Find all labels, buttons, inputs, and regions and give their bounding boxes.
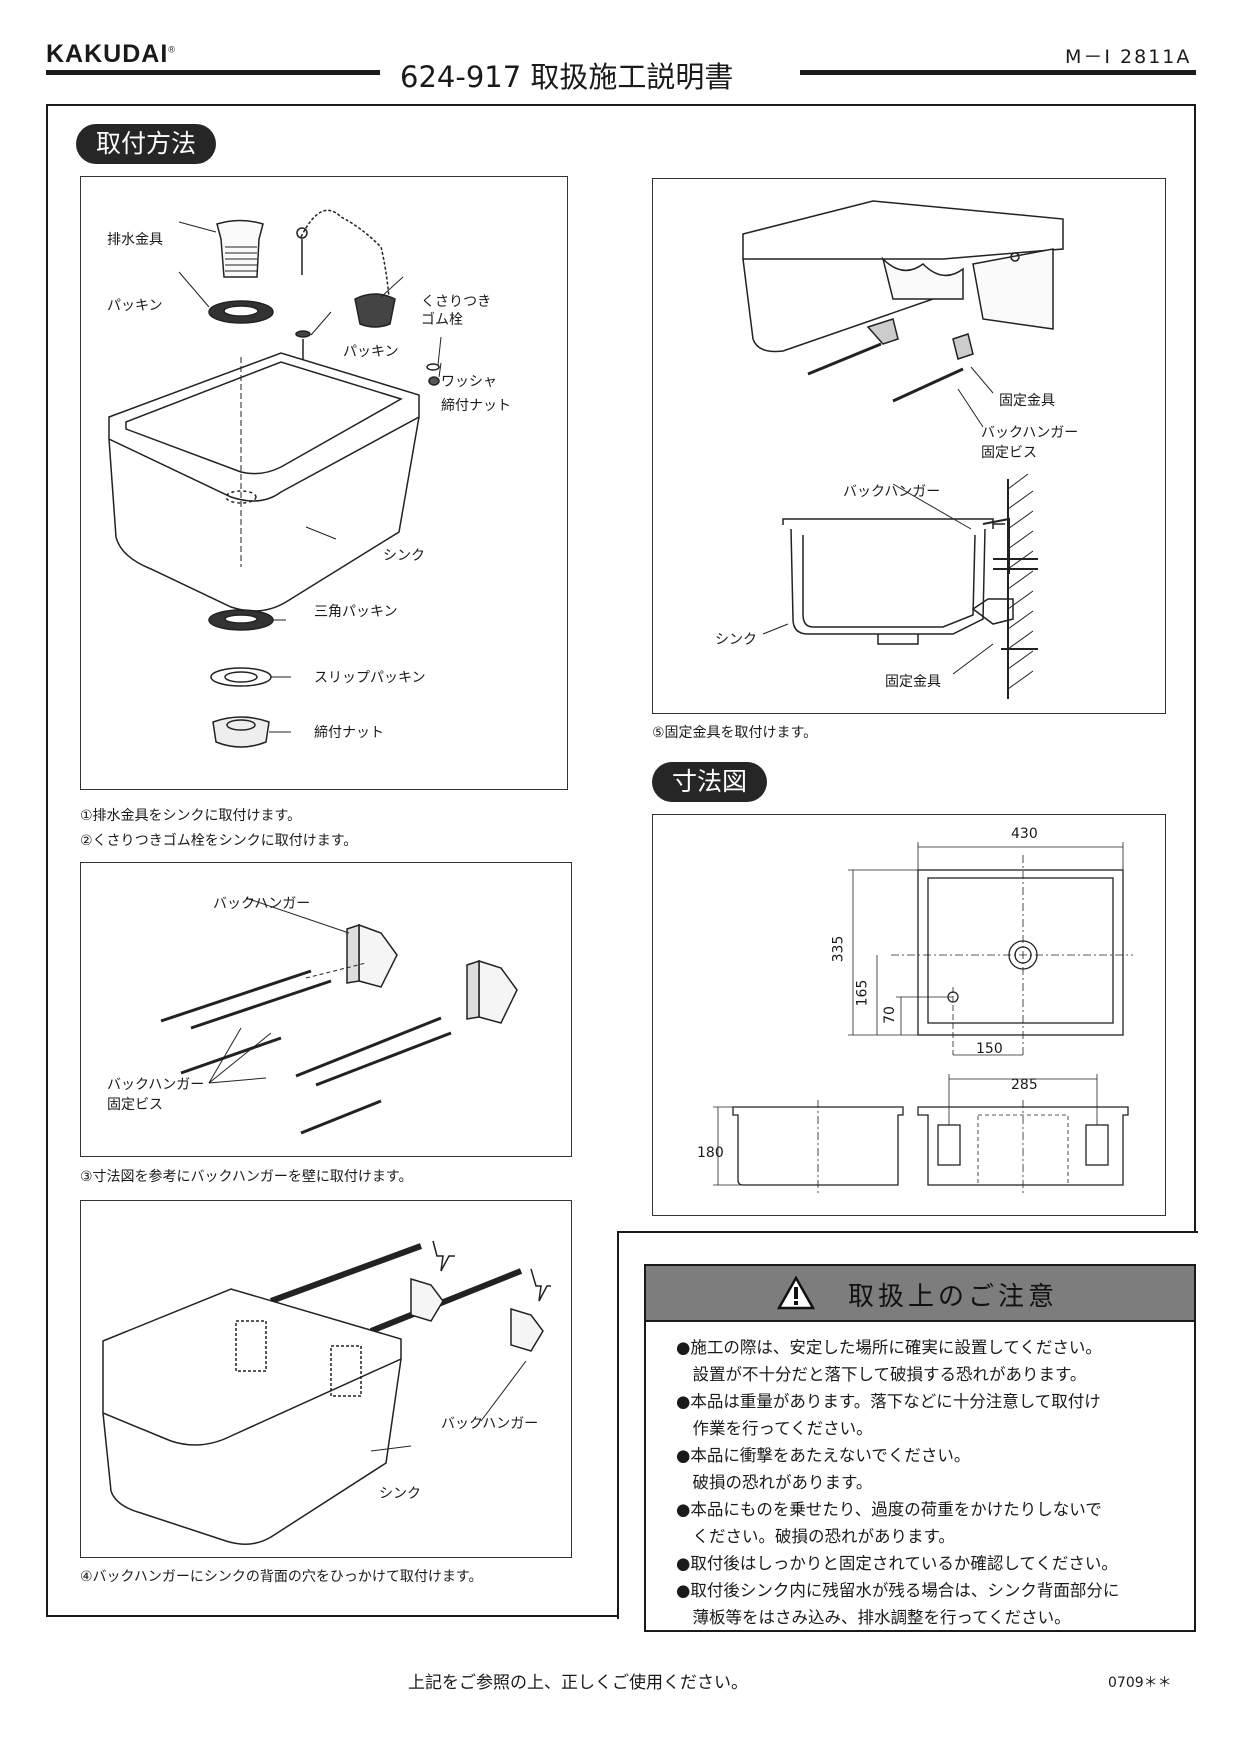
notice-list: ●施工の際は、安定した場所に確実に設置してください。 設置が不十分だと落下して破… (646, 1322, 1194, 1631)
figure-1-drawing (108, 209, 442, 748)
notice-line: ●本品に衝撃をあたえないでください。 (676, 1446, 971, 1465)
label-sink-5: シンク (715, 632, 757, 648)
document-code: M－I 2811A (1065, 46, 1192, 68)
figure-4-drawing (102, 1240, 551, 1545)
footer-code: 0709＊＊ (1108, 1675, 1172, 1691)
label-chain-plug: くさりつき ゴム栓 (421, 294, 492, 328)
step-4-caption: ④バックハンガーにシンクの背面の穴をひっかけて取付けます。 (80, 1569, 483, 1585)
label-bracket: 固定金具 (999, 393, 1055, 409)
dim-drain-from-back: 165 (854, 979, 871, 1007)
label-drain-fitting: 排水金具 (107, 232, 163, 248)
notice-line: 作業を行ってください。 (676, 1419, 873, 1438)
notice-line: ●取付後シンク内に残留水が残る場合は、シンク背面部分に (676, 1581, 1120, 1600)
frame-step-top (617, 1231, 1198, 1233)
label-sink-4: シンク (379, 1486, 421, 1502)
notice-line: ●取付後はしっかりと固定されているか確認してください。 (676, 1554, 1118, 1573)
label-sink: シンク (383, 548, 425, 564)
figure-1-panel: 排水金具 パッキン くさりつき ゴム栓 パッキン ワッシャ 締付ナット シンク … (80, 176, 568, 790)
title-rule-right (800, 70, 1196, 75)
step-2-caption: ②くさりつきゴム栓をシンクに取付けます。 (80, 833, 358, 849)
step-5-caption: ⑤固定金具を取付けます。 (652, 725, 818, 741)
notice-line: 薄板等をはさみ込み、排水調整を行ってください。 (676, 1608, 1071, 1627)
label-packing: パッキン (107, 298, 163, 314)
dim-hole-offset: 150 (976, 1041, 1003, 1057)
label-nut-2: 締付ナット (314, 725, 384, 741)
figure-3-panel: バックハンガー バックハンガー 固定ビス (80, 862, 572, 1157)
label-back-hanger-5: バックハンガー (843, 484, 941, 500)
figure-5-panel: 固定金具 バックハンガー 固定ビス バックハンガー シンク 固定金具 (652, 178, 1166, 714)
label-back-hanger: バックハンガー (213, 896, 311, 912)
label-slip-packing: スリップパッキン (314, 670, 426, 686)
label-back-hanger-4: バックハンガー (441, 1416, 539, 1432)
warning-icon (776, 1275, 816, 1310)
dimensions-panel: 430 335 165 70 150 285 180 (652, 814, 1166, 1216)
notice-line: ●施工の際は、安定した場所に確実に設置してください。 (676, 1338, 1102, 1357)
label-triangle-packing: 三角パッキン (314, 604, 398, 620)
notice-line: ●本品は重量があります。落下などに十分注意して取付け (676, 1392, 1101, 1411)
dim-rear-width: 285 (1011, 1077, 1038, 1093)
notice-title: 取扱上のご注意 (848, 1282, 1059, 1312)
dimensions-drawing (713, 842, 1133, 1195)
brand-logo: KAKUDAI® (46, 40, 176, 68)
dim-hole-from-back: 70 (881, 1006, 898, 1024)
label-hanger-screw-5: バックハンガー 固定ビス (981, 425, 1079, 461)
notice-line: ●本品にものを乗せたり、過度の荷重をかけたりしないで (676, 1500, 1102, 1519)
figure-5-drawing (742, 200, 1064, 699)
document-title: 624-917 取扱施工説明書 (400, 60, 734, 94)
notice-line: 設置が不十分だと落下して破損する恐れがあります。 (676, 1365, 1087, 1384)
label-packing-2: パッキン (343, 344, 399, 360)
dim-depth: 335 (830, 935, 847, 963)
notice-line: ください。破損の恐れがあります。 (676, 1527, 955, 1546)
footer-message: 上記をご参照の上、正しくご使用ください。 (408, 1673, 748, 1693)
figure-3-drawing (160, 897, 518, 1135)
install-heading: 取付方法 (76, 124, 217, 164)
label-hanger-screw: バックハンガー 固定ビス (107, 1077, 205, 1113)
notice-line: 破損の恐れがあります。 (676, 1473, 873, 1492)
label-nut: 締付ナット (441, 398, 511, 414)
label-bracket-5: 固定金具 (885, 674, 941, 690)
dim-width: 430 (1011, 826, 1038, 842)
dimensions-heading: 寸法図 (652, 762, 768, 802)
dim-height: 180 (697, 1145, 724, 1161)
step-3-caption: ③寸法図を参考にバックハンガーを壁に取付けます。 (80, 1169, 413, 1185)
frame-step-left (617, 1231, 619, 1619)
label-washer: ワッシャ (441, 374, 497, 390)
step-1-caption: ①排水金具をシンクに取付けます。 (80, 808, 302, 824)
notice-box: 取扱上のご注意 ●施工の際は、安定した場所に確実に設置してください。 設置が不十… (644, 1264, 1196, 1632)
figure-4-panel: バックハンガー シンク (80, 1200, 572, 1558)
title-rule-left (46, 70, 380, 75)
notice-header: 取扱上のご注意 (646, 1266, 1194, 1322)
